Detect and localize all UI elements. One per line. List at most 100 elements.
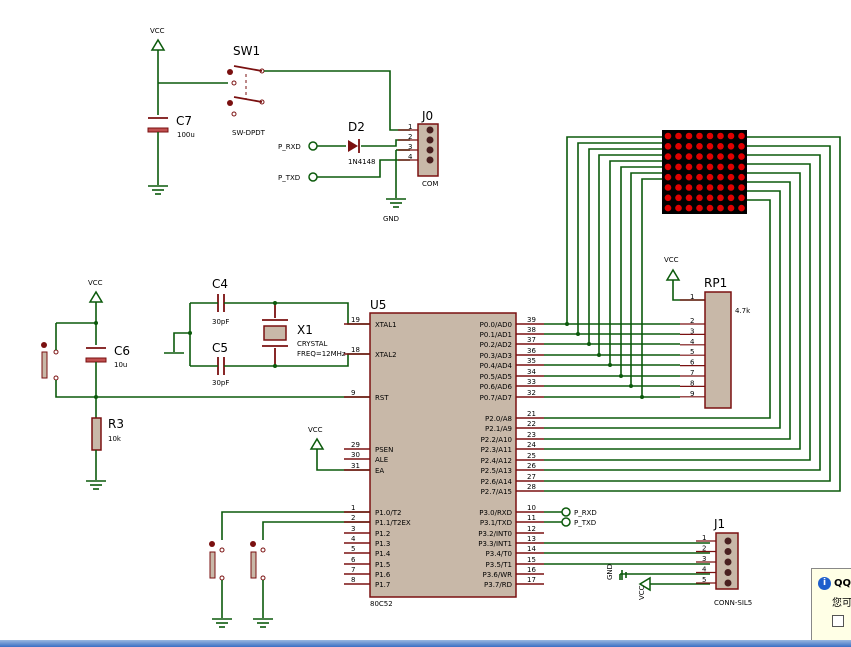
p-txd-label: P_TXD xyxy=(278,174,300,182)
gnd-j1: GND xyxy=(606,564,627,580)
u5-label: U5 xyxy=(370,298,386,312)
svg-text:13: 13 xyxy=(527,535,536,543)
capacitor-c6[interactable]: C6 10u xyxy=(85,344,130,369)
led-dot xyxy=(706,153,714,160)
svg-text:33: 33 xyxy=(527,378,536,386)
x1-freq: FREQ=12MHz xyxy=(297,350,346,358)
svg-text:5: 5 xyxy=(702,576,706,584)
led-dot xyxy=(685,204,693,212)
svg-text:5: 5 xyxy=(351,545,355,553)
svg-text:17: 17 xyxy=(527,576,536,584)
led-dot xyxy=(706,194,714,202)
led-dot xyxy=(664,173,672,181)
led-dot xyxy=(696,204,703,212)
crystal-x1[interactable]: X1 CRYSTAL FREQ=12MHz xyxy=(262,303,346,366)
led-dot xyxy=(685,173,693,181)
svg-text:P2.5/A13: P2.5/A13 xyxy=(481,467,512,475)
j1-type: CONN-SIL5 xyxy=(714,599,752,607)
svg-text:24: 24 xyxy=(527,441,536,449)
switch-sw1[interactable]: SW1 SW-DPDT xyxy=(227,44,266,137)
led-dot xyxy=(664,184,672,191)
led-dot xyxy=(685,163,693,171)
svg-text:4: 4 xyxy=(351,535,356,543)
gnd-label: GND xyxy=(606,564,614,580)
svg-text:16: 16 xyxy=(527,566,536,574)
led-dot xyxy=(738,143,745,150)
capacitor-c4[interactable]: C4 30pF xyxy=(212,277,229,326)
led-dot xyxy=(696,194,703,202)
svg-text:34: 34 xyxy=(527,368,536,376)
r3-label: R3 xyxy=(108,417,124,431)
led-dot xyxy=(717,194,724,202)
led-dot xyxy=(706,184,714,191)
u5-pin-5: 5P1.4 xyxy=(344,545,391,558)
svg-text:39: 39 xyxy=(527,316,536,324)
notification-popup[interactable]: i QQ 您可 xyxy=(811,568,851,644)
led-dot xyxy=(696,153,703,160)
u5-pin-1: 1P1.0/T2 xyxy=(344,504,401,517)
vcc-symbol-rp1: VCC xyxy=(664,256,681,281)
j1-pin-2: 2 xyxy=(696,545,732,555)
reset-button[interactable] xyxy=(41,342,59,381)
popup-checkbox[interactable] xyxy=(832,615,844,627)
svg-text:31: 31 xyxy=(351,462,360,470)
rp1-pin-6: 6 xyxy=(680,359,705,367)
svg-text:38: 38 xyxy=(527,326,536,334)
led-dot xyxy=(738,163,745,171)
vcc-label: VCC xyxy=(308,426,323,434)
led-dot xyxy=(685,184,693,191)
diode-d2[interactable]: D2 1N4148 xyxy=(348,120,376,166)
svg-text:P0.0/AD0: P0.0/AD0 xyxy=(480,321,512,329)
svg-text:18: 18 xyxy=(351,346,360,354)
led-dot xyxy=(738,184,745,191)
led-dot xyxy=(727,194,735,202)
led-dot xyxy=(706,143,714,150)
svg-text:3: 3 xyxy=(408,143,412,151)
led-dot xyxy=(706,204,714,212)
button-p11[interactable] xyxy=(250,541,266,581)
svg-text:P2.6/A14: P2.6/A14 xyxy=(481,478,513,486)
svg-text:4: 4 xyxy=(408,153,413,161)
led-dot xyxy=(738,194,745,202)
svg-text:19: 19 xyxy=(351,316,360,324)
j1-pin-3: 3 xyxy=(696,555,732,566)
led-dot xyxy=(685,143,693,150)
svg-text:EA: EA xyxy=(375,467,384,475)
button-p10[interactable] xyxy=(209,541,225,581)
j1-label: J1 xyxy=(713,517,725,531)
c4-label: C4 xyxy=(212,277,228,291)
svg-text:1: 1 xyxy=(702,534,706,542)
led-dot xyxy=(685,194,693,202)
c4-value: 30pF xyxy=(212,318,229,326)
mcu-u5[interactable]: U5 80C52 19XTAL118XTAL29RST29PSEN30ALE31… xyxy=(344,298,544,608)
taskbar xyxy=(0,640,851,647)
capacitor-c7[interactable]: C7 100u xyxy=(147,114,195,139)
led-dot xyxy=(738,132,745,140)
led-matrix[interactable] xyxy=(662,130,747,214)
capacitor-c5[interactable]: C5 30pF xyxy=(212,341,229,387)
led-dot xyxy=(696,163,703,171)
net-p-rxd-bottom: P_RXD xyxy=(561,507,597,517)
led-dot xyxy=(664,143,672,150)
svg-text:3: 3 xyxy=(351,525,355,533)
led-dot xyxy=(738,173,745,181)
j0-pin-4: 4 xyxy=(398,153,434,164)
svg-text:5: 5 xyxy=(690,348,694,356)
resistor-r3[interactable]: R3 10k xyxy=(91,417,124,451)
j0-pin-3: 3 xyxy=(398,143,434,154)
